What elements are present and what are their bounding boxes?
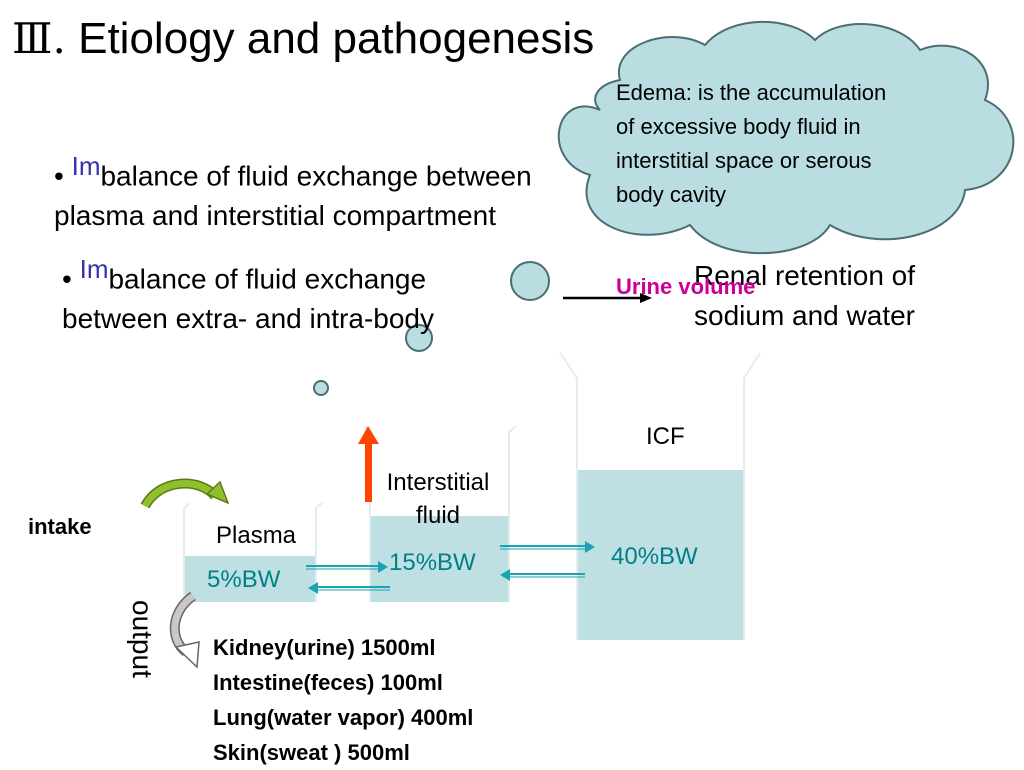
bullet-prefix: Im — [71, 151, 101, 181]
output-arrow — [169, 591, 200, 669]
icf-value: 40%BW — [611, 543, 698, 570]
bullet-1: • Imbalance of fluid exchange between pl… — [54, 146, 532, 236]
interstitial-value: 15%BW — [389, 549, 476, 576]
output-item-intestine: Intestine(feces) 100ml — [213, 670, 443, 695]
bullet-2: • Imbalance of fluid exchange between ex… — [62, 249, 434, 339]
section-numeral: Ⅲ. — [12, 14, 66, 63]
intake-arrow — [140, 478, 230, 509]
cloud-line-4: body cavity — [616, 182, 727, 207]
bullet-line-1: balance of fluid exchange — [108, 263, 427, 295]
output-item-kidney: Kidney(urine) 1500ml — [213, 635, 436, 660]
increase-arrow — [358, 426, 379, 502]
bullet-line-1: balance of fluid exchange between — [100, 160, 532, 192]
bullet-marker: • — [62, 263, 72, 295]
output-label: output — [127, 600, 158, 678]
edema-cloud — [557, 20, 1015, 255]
thought-bubble-large — [510, 261, 550, 301]
plasma-value: 5%BW — [207, 566, 281, 593]
interstitial-line-2: fluid — [415, 502, 461, 529]
cloud-line-3: interstitial space or serous — [616, 148, 872, 173]
title-text: Etiology and pathogenesis — [78, 14, 595, 63]
bullet-marker: • — [54, 160, 64, 192]
page-title: Ⅲ. Etiology and pathogenesis — [12, 14, 594, 64]
cloud-line-2: of excessive body fluid in — [616, 114, 861, 139]
renal-line-1: Renal retention of — [694, 260, 916, 291]
plasma-label: Plasma — [216, 522, 297, 549]
bullet-line-2: between extra- and intra-body — [62, 303, 434, 335]
renal-retention: Renal retention of sodium and water — [694, 256, 915, 336]
edema-definition: Edema: is the accumulation of excessive … — [616, 76, 976, 212]
thought-bubble-small — [313, 380, 329, 396]
output-item-lung: Lung(water vapor) 400ml — [213, 705, 474, 730]
interstitial-icf-arrows — [500, 541, 595, 581]
icf-label: ICF — [646, 423, 685, 450]
urine-arrow — [563, 293, 652, 303]
intake-label: intake — [28, 514, 92, 539]
interstitial-label: Interstitial fluid — [376, 466, 500, 532]
plasma-interstitial-arrows — [306, 561, 390, 594]
output-item-skin: Skin(sweat ) 500ml — [213, 740, 410, 765]
urine-volume-label: Urine volume — [616, 274, 756, 299]
interstitial-line-1: Interstitial — [386, 469, 490, 496]
bullet-prefix: Im — [79, 254, 109, 284]
cloud-line-1: Edema: is the accumulation — [616, 80, 887, 105]
renal-line-2: sodium and water — [694, 300, 916, 331]
output-list: Kidney(urine) 1500ml Intestine(feces) 10… — [213, 630, 473, 770]
thought-bubble-medium — [405, 324, 433, 352]
bullet-line-2: plasma and interstitial compartment — [54, 200, 496, 232]
plasma-beaker — [183, 502, 323, 602]
icf-beaker — [559, 352, 761, 640]
